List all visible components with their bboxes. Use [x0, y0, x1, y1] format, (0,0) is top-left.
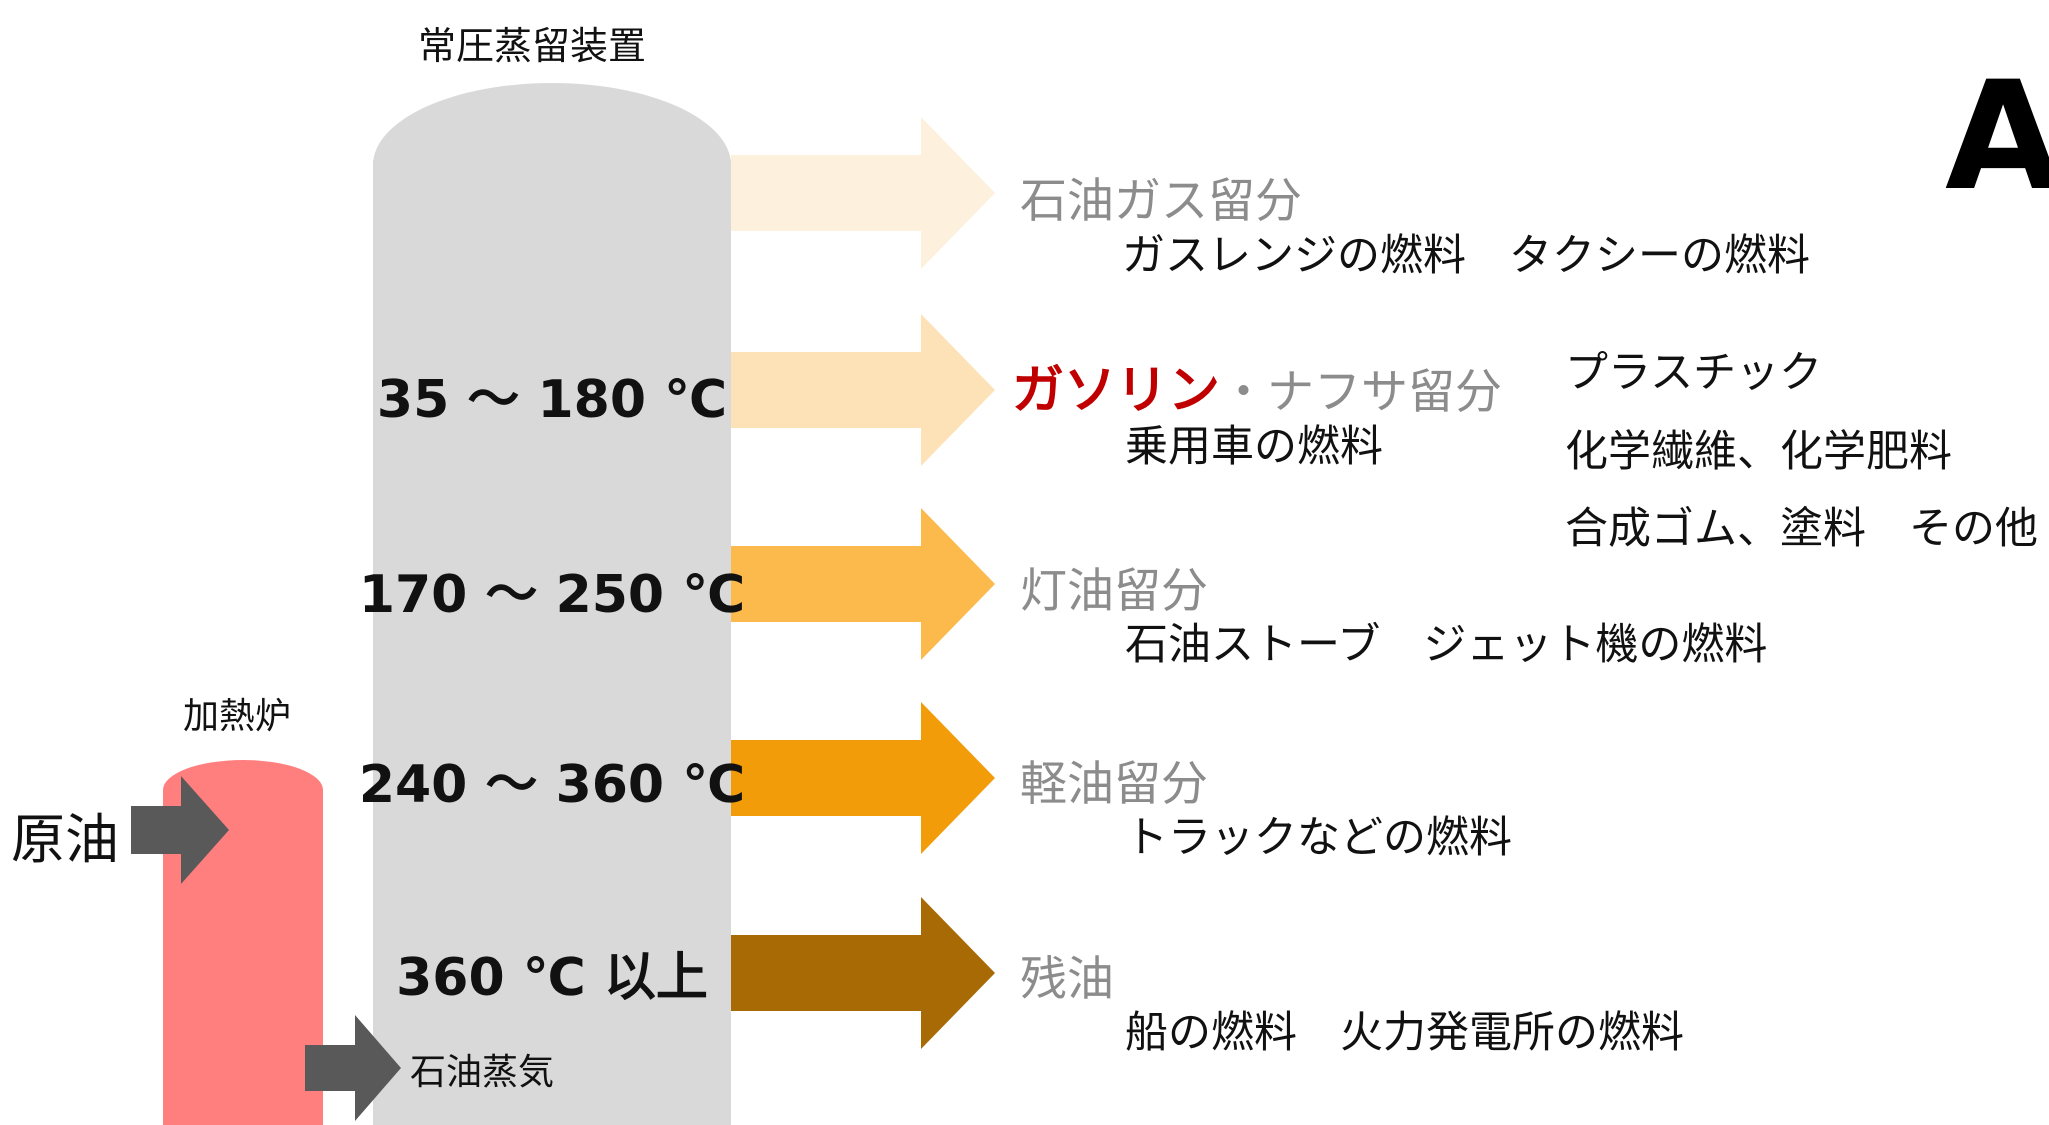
fraction-uses-naphtha: 乗用車の燃料 — [1125, 422, 1383, 472]
column-body — [373, 160, 731, 1125]
arrow-naphtha — [731, 314, 995, 466]
petrochem-line-2: 化学繊維、化学肥料 — [1565, 427, 1952, 477]
vapor-arrow — [305, 1015, 401, 1121]
distillation-column — [373, 83, 731, 1125]
fraction-name-gasoil: 軽油留分 — [1020, 757, 1208, 812]
crude-input-arrow — [131, 776, 229, 884]
crude-oil-label: 原油 — [11, 808, 119, 871]
arrow-gasoil — [731, 702, 995, 854]
column-title: 常圧蒸留装置 — [418, 24, 647, 68]
fraction-uses-residue: 船の燃料 火力発電所の燃料 — [1125, 1008, 1684, 1058]
fraction-uses-kerosene: 石油ストーブ ジェット機の燃料 — [1125, 620, 1768, 670]
fraction-name-naphtha: ガソリン・ナフサ留分 — [1012, 348, 1502, 423]
product-arrows — [731, 117, 995, 1049]
temp-range-gasoil: 240 ～ 360 ℃ — [358, 755, 746, 815]
fraction-name-kerosene: 灯油留分 — [1020, 564, 1208, 619]
arrow-kerosene — [731, 508, 995, 660]
fraction-name-lpg: 石油ガス留分 — [1020, 174, 1302, 229]
temp-range-kerosene: 170 ～ 250 ℃ — [358, 565, 746, 625]
temp-range-residue: 360 ℃ 以上 — [396, 948, 708, 1008]
petrochem-line-3: 合成ゴム、塗料 その他 — [1565, 504, 2038, 554]
arrow-lpg — [731, 117, 995, 269]
gasoline-highlight: ガソリン — [1012, 361, 1221, 421]
column-dome — [373, 83, 731, 247]
fraction-uses-gasoil: トラックなどの燃料 — [1125, 813, 1512, 863]
furnace-label: 加熱炉 — [183, 696, 292, 737]
naphtha-rest: ・ナフサ留分 — [1220, 365, 1503, 420]
petrochem-line-1: プラスチック — [1565, 348, 1823, 398]
arrow-residue — [731, 897, 995, 1049]
temp-range-naphtha: 35 ～ 180 ℃ — [376, 370, 728, 430]
vapor-label: 石油蒸気 — [410, 1052, 555, 1093]
fraction-uses-lpg: ガスレンジの燃料 タクシーの燃料 — [1122, 231, 1810, 281]
panel-letter: A — [1945, 50, 2049, 224]
fraction-name-residue: 残油 — [1020, 952, 1114, 1007]
